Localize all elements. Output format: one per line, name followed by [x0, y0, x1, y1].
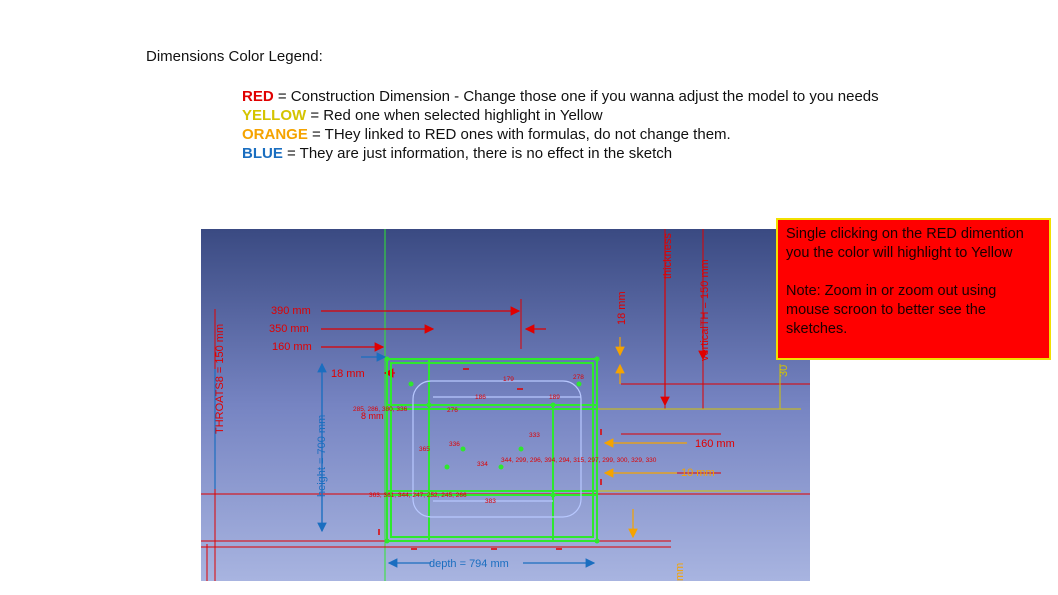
constraint-tag: 186 [475, 394, 486, 401]
dim-30: 30 [778, 365, 790, 377]
constraint-tag: 344, 299, 296, 394, 294, 315, 297, 299, … [501, 457, 657, 464]
dimension-arrows [214, 269, 708, 568]
dim-160-left[interactable]: 160 mm [272, 341, 312, 353]
legend-title: Dimensions Color Legend: [146, 48, 323, 65]
inner-profile [412, 380, 582, 518]
dim-8[interactable]: 8 mm [361, 411, 384, 421]
dim-18[interactable]: 18 mm [331, 368, 365, 380]
legend-text-red: = Construction Dimension - Change those … [273, 88, 879, 105]
dim-18-top[interactable]: 18 mm [616, 291, 628, 325]
dim-350[interactable]: 350 mm [269, 323, 309, 335]
constraint-points [384, 356, 600, 544]
constraint-markers [378, 368, 602, 550]
legend-key-yellow: YELLOW [242, 107, 307, 124]
legend-text-orange: = THey linked to RED ones with formulas,… [307, 126, 731, 143]
dim-thickness[interactable]: thickness [662, 233, 674, 279]
constraint-tag: 278 [573, 374, 584, 381]
constraint-tag: 363, 361, 344, 247, 252, 245, 266 [369, 492, 467, 499]
constraint-tag: 333 [529, 432, 540, 439]
sketch-geometry [386, 358, 598, 542]
sketch-screenshot[interactable]: 390 mm 350 mm 160 mm 18 mm 8 mm depth = … [201, 229, 810, 581]
dim-390[interactable]: 390 mm [271, 305, 311, 317]
dim-throat[interactable]: THROATS8 = 150 mm [214, 324, 226, 434]
legend-row-red: RED = Construction Dimension - Change th… [242, 87, 879, 106]
red-callout-note: Single clicking on the RED dimention you… [776, 218, 1051, 360]
constraint-tag: 179 [503, 376, 514, 383]
legend-row-yellow: YELLOW = Red one when selected highlight… [242, 106, 879, 125]
constraint-tag: 285, 286, 380, 336 [353, 406, 408, 413]
dim-160-right[interactable]: 160 mm [695, 438, 735, 450]
callout-text-1: Single clicking on the RED dimention you… [786, 226, 1024, 261]
legend-row-blue: BLUE = They are just information, there … [242, 144, 879, 163]
constraint-tag: 365 [419, 446, 430, 453]
constraint-tag: 276 [447, 407, 458, 414]
legend-key-blue: BLUE [242, 145, 283, 162]
dim-mm-bottom: mm [674, 563, 686, 581]
dim-vertical-right[interactable]: verticalTH = 150 mm [699, 259, 711, 361]
legend-key-orange: ORANGE [242, 126, 308, 143]
legend-text-yellow: = Red one when selected highlight in Yel… [306, 107, 603, 124]
yellow-lines [596, 364, 801, 492]
dim-10[interactable]: 10 mm [681, 467, 715, 479]
color-legend: RED = Construction Dimension - Change th… [242, 87, 879, 163]
legend-key-red: RED [242, 88, 274, 105]
dim-depth: depth = 794 mm [429, 558, 509, 570]
legend-text-blue: = They are just information, there is no… [282, 145, 673, 162]
legend-row-orange: ORANGE = THey linked to RED ones with fo… [242, 125, 879, 144]
constraint-tag: 189 [549, 394, 560, 401]
constraint-tag: 334 [477, 461, 488, 468]
dim-height: height = 700 mm [316, 415, 328, 497]
constraint-tag: 383 [485, 498, 496, 505]
callout-text-2: Note: Zoom in or zoom out using mouse sc… [786, 283, 997, 337]
constraint-tag: 336 [449, 441, 460, 448]
